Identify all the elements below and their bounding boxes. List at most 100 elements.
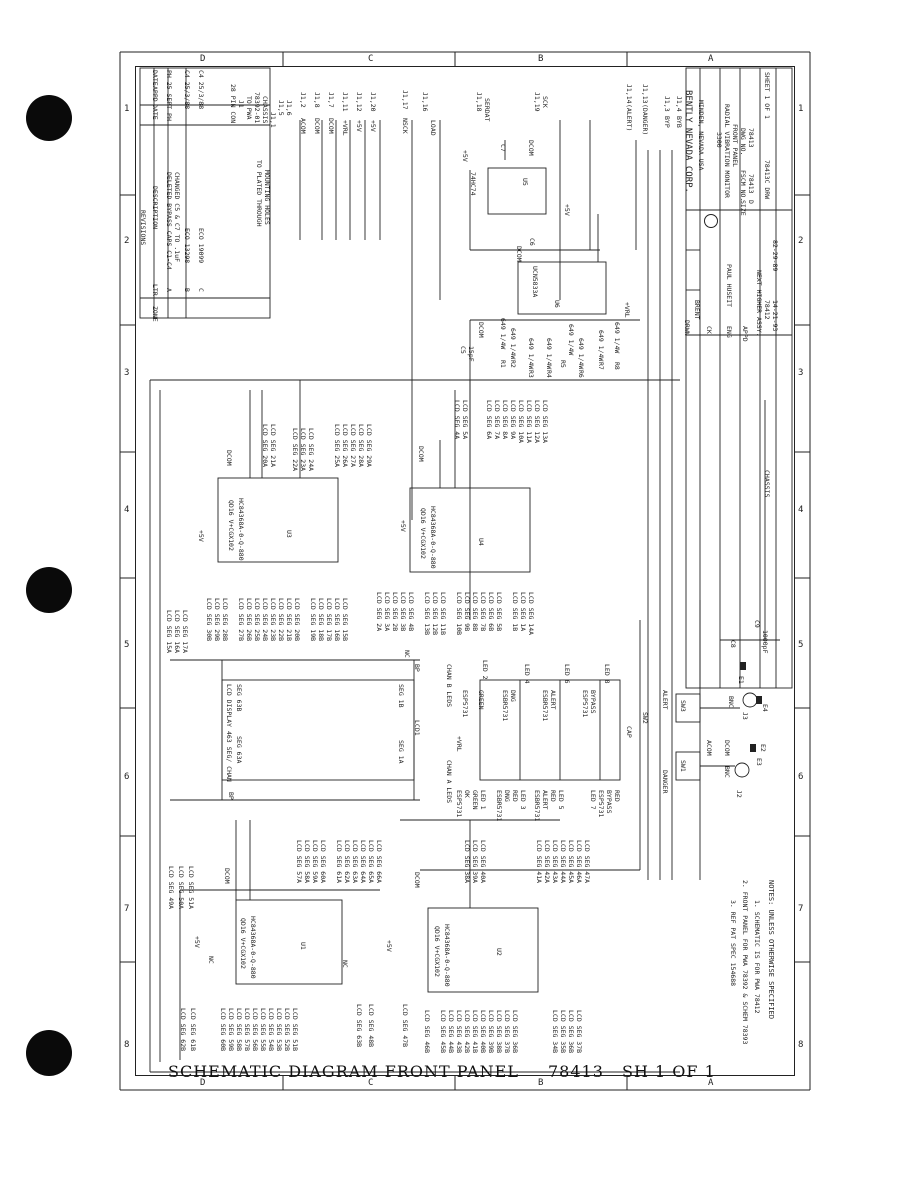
dcom-u5: DCOM: [527, 140, 535, 156]
u1-vpos: +5V: [193, 936, 201, 948]
tb-sheet: SHEET 1 OF 1: [763, 72, 771, 119]
u3-vpos: +5V: [197, 530, 205, 542]
c8-ref: C8: [729, 640, 737, 648]
u3-seg-23a: LCD SEG 23A: [299, 428, 307, 472]
u1-seg-r-10: LCD SEG 66A: [375, 840, 383, 884]
zone-col-right-4: 4: [798, 505, 804, 515]
u3-seg-27a: LCD SEG 27A: [349, 424, 357, 468]
connector-name: J1: [237, 100, 245, 108]
note-1: 1. SCHEMATIC IS FOR PWA 78412: [753, 900, 761, 1014]
u2-seg-b-3: LCD SEG 44B: [447, 1010, 455, 1054]
u1-nc-2: NC: [341, 960, 349, 968]
u2-seg-r-1: LCD SEG 38A: [463, 840, 471, 884]
u4-seg-b-5: LCD SEG 4B: [407, 592, 415, 632]
chan-b-leds: CHAN B LEDS: [445, 664, 453, 708]
tb-next-assy: 78412: [763, 300, 771, 320]
sig-5v-1: +5V: [355, 120, 363, 132]
u2-seg-r-8: LCD SEG 45A: [567, 840, 575, 884]
u2-seg-b-4: LCD SEG 43B: [455, 1010, 463, 1054]
zone-row-bottom-4: A: [708, 1078, 714, 1088]
pin-j1-19: J1,19: [533, 92, 541, 112]
u3-seg-b-12: LCD SEG 19B: [309, 598, 317, 642]
u4-seg-b-8: LCD SEG 11B: [439, 592, 447, 636]
zone-col-left-1: 1: [124, 104, 130, 114]
revisions-col-date: DATE: [151, 104, 159, 120]
u2-seg-b-1: LCD SEG 46B: [423, 1010, 431, 1054]
u1-seg-b-3: LCD SEG 60B: [219, 1008, 227, 1052]
u4-seg-b-16: LCD SEG 1A: [519, 592, 527, 632]
r5-value: 649 1/4W: [567, 324, 575, 356]
led-8-ref: LED 8: [603, 664, 611, 684]
e3-label: E3: [755, 758, 763, 766]
j2-label: BNC: [723, 766, 731, 778]
led-6-ref: LED 6: [563, 664, 571, 684]
lcd-seg-1a: SEG 1A: [397, 740, 405, 764]
lcd-bp-1: BP: [227, 792, 235, 800]
u2-dcom: DCOM: [413, 872, 421, 888]
pin-j1-1: J1,1: [269, 112, 277, 128]
u1-seg-b-12: LCD SEG 51B: [291, 1008, 299, 1052]
led-3-func: DNG: [503, 790, 511, 802]
u4-seg-b-11: LCD SEG 8B: [471, 592, 479, 632]
u2-seg-r-5: LCD SEG 42A: [543, 840, 551, 884]
u1-seg-r-9: LCD SEG 65A: [367, 840, 375, 884]
sig-danger: (DANGER): [641, 104, 649, 136]
u1-dcom: DCOM: [223, 868, 231, 884]
revision-by-c: C4 25/3/88: [197, 70, 205, 110]
u2-seg-b-2: LCD SEG 45B: [439, 1010, 447, 1054]
u2-seg-b-11: LCD SEG 36B: [511, 1010, 519, 1054]
chan-a-leds: CHAN A LEDS: [445, 760, 453, 804]
sw3-label[interactable]: ALERT: [661, 690, 669, 710]
sw2-label[interactable]: CAP: [625, 726, 633, 738]
u2-seg-b-8: LCD SEG 39B: [487, 1010, 495, 1054]
sig-5v-2: +5V: [369, 120, 377, 132]
u3-seg-b-3: LCD SEG 28B: [221, 598, 229, 642]
revision-desc-b: ECO 13298: [183, 228, 191, 264]
vrl-leds: +VRL: [455, 736, 463, 752]
u1-seg-49a: LCD SEG 49A: [167, 866, 175, 910]
u4-seg-8a: LCD SEG 8A: [501, 400, 509, 440]
u2-seg-b2-1: LCD SEG 34B: [551, 1010, 559, 1054]
u4-seg-b-4: LCD SEG 3B: [399, 592, 407, 632]
u3-seg-20a: LCD SEG 20A: [261, 424, 269, 468]
tb-engr: PAUL HUSEIT: [725, 264, 733, 308]
lcd-label: LCD DISPLAY 463 SEG/ CHAN: [225, 684, 233, 782]
u4-seg-b-6: LCD SEG 13B: [423, 592, 431, 636]
led-2-part: ESP5731: [461, 690, 469, 718]
tb-drawn-label: DRWN: [683, 320, 691, 336]
revision-desc-a2: CHANGED C5 & C7 TO .1uF: [173, 172, 181, 263]
caption-drawing-number: 78413: [548, 1062, 604, 1081]
note-3: 3. REF PAT SPEC 154688: [729, 900, 737, 987]
u1-seg-b-11: LCD SEG 52B: [283, 1008, 291, 1052]
left-seg-15a: LCD SEG 15A: [165, 610, 173, 654]
vpos-u5: +5V: [461, 150, 469, 162]
revisions-col-ltr: LTR: [151, 284, 159, 296]
u4-seg-b-10: LCD SEG 9B: [463, 592, 471, 632]
u2-seg-b-9: LCD SEG 38B: [495, 1010, 503, 1054]
tb-company: BENTLY NEVADA CORP.: [683, 90, 693, 193]
sig-serdat: SERDAT: [483, 98, 491, 122]
u6-part: UCN5833A: [531, 266, 539, 298]
sw1-label[interactable]: DANGER: [661, 770, 669, 794]
u1-seg-b-4: LCD SEG 59B: [227, 1008, 235, 1052]
sig-sck: SCK: [541, 96, 549, 108]
pin-j1-18: J1,18: [475, 92, 483, 112]
u5-part: 74HC74: [469, 172, 477, 196]
u4-dcom: DCOM: [417, 446, 425, 462]
u1-seg-50a: LCD SEG 50A: [177, 866, 185, 910]
led-1-color: GREEN: [471, 790, 479, 810]
led-1-ref: LED 1: [479, 790, 487, 810]
pin-j1-8: J1,8: [313, 92, 321, 108]
zone-col-left-3: 3: [124, 368, 130, 378]
u3-pkg: QD16 V+CGX102: [227, 500, 235, 551]
r7-value: 649 1/4W: [597, 330, 605, 362]
r5-ref: R5: [559, 360, 567, 368]
u1-part: HC84368A-0-Q-880: [249, 916, 257, 979]
led-1-func: OK: [463, 790, 471, 798]
revision-by-b: C4 25/3/88: [183, 70, 191, 110]
left-seg-16a: LCD SEG 16A: [173, 610, 181, 654]
led-2-color: GREEN: [477, 690, 485, 710]
u5-ref: U5: [521, 178, 529, 186]
c6-label: C6: [528, 238, 536, 246]
led-7-func: BYPASS: [605, 790, 613, 814]
